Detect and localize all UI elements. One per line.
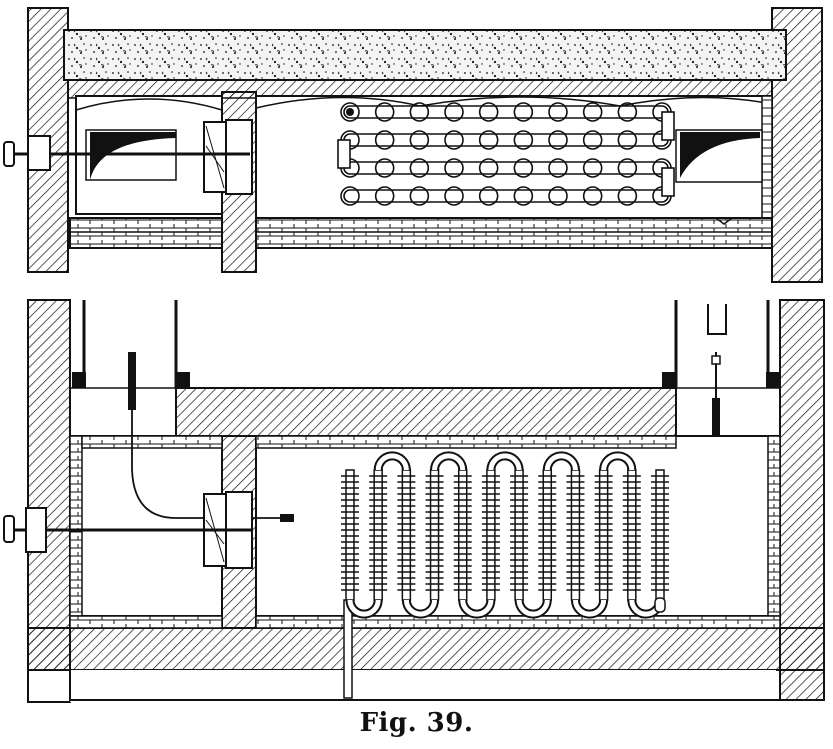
top-coil-fin — [478, 186, 499, 206]
side-coil-tube — [514, 469, 524, 601]
top-coil-fin — [444, 186, 464, 206]
side-roof-slab — [175, 387, 677, 437]
top-coil-grid — [337, 102, 675, 206]
side-coil-bend-inner — [572, 599, 607, 617]
side-base-right-step — [70, 670, 776, 702]
top-coil-fin — [478, 130, 499, 150]
top-coil-fin — [513, 158, 534, 178]
top-left-floor — [69, 217, 223, 249]
top-coil-fin — [444, 130, 464, 150]
top-coil-fin — [617, 130, 638, 150]
top-coil-fin — [513, 186, 534, 206]
top-coil-bend — [661, 167, 675, 197]
top-coil-fin — [444, 102, 464, 122]
top-coil-fin — [374, 130, 395, 150]
side-coil-bend-inner — [544, 453, 578, 471]
side-base-left-foot — [27, 669, 71, 703]
side-coil-bend-inner — [516, 599, 550, 617]
side-coil-serpentine — [341, 451, 669, 619]
right-duct-damper — [707, 304, 727, 335]
side-coil-bend-inner — [347, 599, 381, 617]
top-bearing-collar — [225, 119, 253, 195]
side-base — [27, 627, 825, 671]
side-coil-bend-inner — [460, 599, 494, 617]
probe-wire — [131, 410, 292, 519]
top-coil-fin — [409, 102, 430, 122]
top-coil-fin — [582, 130, 603, 150]
side-coil-tube — [429, 469, 440, 601]
top-coil-fin — [444, 158, 464, 178]
side-coil-tube — [627, 469, 637, 601]
top-coil-fin — [409, 158, 430, 178]
top-view — [3, 7, 823, 283]
side-coil-bend-inner — [432, 453, 466, 471]
top-coil-fin — [548, 186, 568, 206]
top-coil-fin — [617, 158, 638, 178]
top-coil-fin — [548, 158, 568, 178]
top-coil-fin — [340, 102, 360, 122]
top-right-floor — [255, 217, 773, 249]
side-coil-outlet — [654, 597, 666, 613]
top-coil-fin — [582, 158, 603, 178]
side-coil-bend-inner — [601, 453, 635, 471]
side-coil-bend-inner — [403, 599, 438, 617]
top-coil-fin — [513, 130, 534, 150]
side-coil-tube — [655, 469, 665, 601]
side-left-chamber — [69, 435, 223, 617]
side-coil-tube — [542, 469, 553, 601]
top-left-fan-blade — [90, 132, 176, 180]
top-coil-fin — [582, 102, 603, 122]
top-handwheel — [3, 141, 15, 167]
side-coil-tube — [570, 469, 581, 601]
top-coil-inlet — [346, 108, 354, 116]
side-handwheel — [3, 515, 15, 543]
insulation-slab — [63, 29, 787, 81]
top-coil-fin — [374, 186, 395, 206]
top-coil-fin — [374, 102, 395, 122]
side-coil-bend-inner — [488, 453, 522, 471]
left-thermometer — [128, 352, 136, 410]
top-coil-fin — [478, 102, 499, 122]
side-left-outer-wall — [27, 299, 71, 671]
side-view — [3, 299, 825, 703]
side-shaft-bearing — [25, 507, 47, 553]
side-coil-bend-inner — [375, 453, 409, 471]
top-right-brick-wall — [761, 95, 773, 219]
side-coil-tube — [345, 469, 355, 601]
side-coil-tube — [598, 469, 609, 601]
top-coil-bend — [337, 139, 351, 169]
coil-inlet-pipe — [343, 599, 353, 699]
top-coil-fin — [340, 186, 360, 206]
top-coil-bend — [661, 111, 675, 141]
top-coil-fin — [548, 130, 568, 150]
side-coil-tube — [401, 469, 412, 601]
side-coil-tube — [457, 469, 468, 601]
top-coil-fin — [548, 102, 568, 122]
top-coil-fin — [478, 158, 499, 178]
top-coil-fin — [617, 102, 638, 122]
top-coil-fin — [409, 130, 430, 150]
top-coil-fin — [374, 158, 395, 178]
figure-caption: Fig. 39. — [359, 708, 474, 738]
top-shaft-bearing — [27, 135, 51, 171]
top-coil-fin — [513, 102, 534, 122]
top-coil-fin — [617, 186, 638, 206]
top-coil-fin — [582, 186, 603, 206]
side-coil-tube — [373, 469, 383, 601]
top-coil-fin — [409, 186, 430, 206]
side-coil-tube — [486, 469, 496, 601]
top-right-fan-blade — [680, 132, 760, 178]
